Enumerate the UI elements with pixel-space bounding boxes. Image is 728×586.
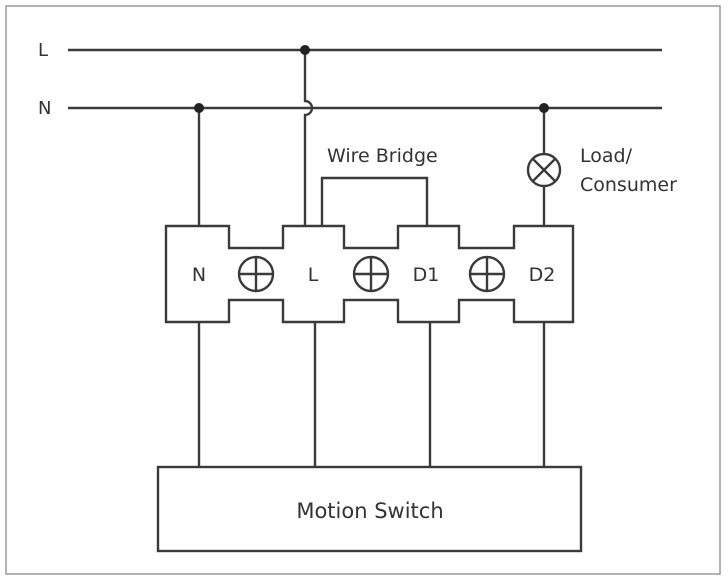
- screw-icon: [352, 255, 390, 293]
- line-label-l: L: [38, 40, 48, 61]
- terminal-label-n: N: [192, 264, 206, 286]
- wire-bridge: [320, 176, 429, 226]
- line-junction-dot: [300, 45, 310, 55]
- load-label-line2: Consumer: [580, 174, 677, 196]
- motion-switch-label: Motion Switch: [296, 499, 443, 523]
- screw-icon: [468, 255, 506, 293]
- load-junction-dot: [539, 103, 549, 113]
- screw-icon: [237, 255, 275, 293]
- line-label-n: N: [38, 98, 51, 119]
- load-label-line1: Load/: [580, 145, 633, 167]
- neutral-junction-dot: [194, 103, 204, 113]
- terminal-label-d2: D2: [529, 264, 556, 286]
- lamp-icon: [526, 152, 562, 188]
- wire-bridge-label: Wire Bridge: [327, 145, 438, 167]
- terminal-label-l: L: [308, 264, 319, 286]
- terminal-label-d1: D1: [413, 264, 440, 286]
- motion-switch-box: [156, 465, 583, 553]
- line-drop-wire: [303, 50, 314, 226]
